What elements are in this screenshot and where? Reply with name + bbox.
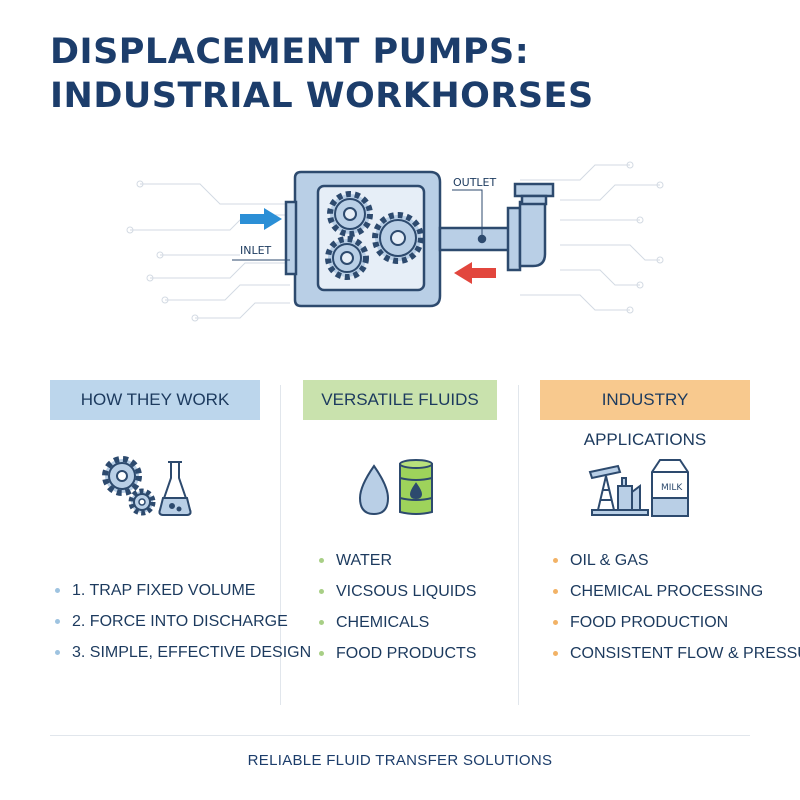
list-item: FOOD PRODUCTION <box>550 607 800 638</box>
list-item-text: CHEMICALS <box>336 614 430 631</box>
industry-applications-header: INDUSTRY APPLICATIONS <box>540 380 750 449</box>
bullet <box>319 620 324 625</box>
pump-diagram: INLET OUTLET <box>126 161 664 322</box>
milk-carton-label: MILK <box>661 483 683 493</box>
bullet <box>553 620 558 625</box>
list-item: CONSISTENT FLOW & PRESSURE <box>550 638 800 669</box>
bullet <box>55 619 60 624</box>
inlet-arrow-icon <box>240 208 282 230</box>
list-item: CHEMICALS <box>316 607 476 638</box>
page-title: DISPLACEMENT PUMPS: INDUSTRIAL WORKHORSE… <box>50 32 594 116</box>
gears-icon <box>102 456 156 516</box>
how-they-work-icons <box>102 456 192 516</box>
footer-divider <box>50 735 750 736</box>
industry-applications-list: OIL & GAS CHEMICAL PROCESSING FOOD PRODU… <box>550 545 800 669</box>
inlet-label: INLET <box>240 244 272 257</box>
oil-pumpjack-factory-icon <box>588 464 649 516</box>
versatile-fluids-list: WATER VICSOUS LIQUIDS CHEMICALS FOOD PRO… <box>316 545 476 669</box>
footer-tagline: RELIABLE FLUID TRANSFER SOLUTIONS <box>247 752 553 769</box>
water-drop-icon <box>358 464 390 516</box>
industry-applications-icons: MILK <box>588 459 689 517</box>
how-they-work-column: HOW THEY WORK <box>50 380 260 420</box>
bullet <box>319 558 324 563</box>
list-item-text: CHEMICAL PROCESSING <box>570 583 764 600</box>
list-item-text: VICSOUS LIQUIDS <box>336 583 477 600</box>
list-item: 3. SIMPLE, EFFECTIVE DESIGN <box>52 637 311 668</box>
gear-icon <box>327 191 373 237</box>
flask-icon <box>158 461 192 516</box>
bullet <box>553 558 558 563</box>
column-divider <box>518 385 519 705</box>
list-item: WATER <box>316 545 476 576</box>
list-item-text: 3. SIMPLE, EFFECTIVE DESIGN <box>72 644 312 661</box>
how-they-work-header: HOW THEY WORK <box>50 380 260 420</box>
list-item-text: FOOD PRODUCTION <box>570 614 729 631</box>
bullet <box>319 651 324 656</box>
list-item: FOOD PRODUCTS <box>316 638 476 669</box>
list-item-text: WATER <box>336 552 392 569</box>
bullet <box>553 651 558 656</box>
bullet <box>319 589 324 594</box>
versatile-fluids-column: VERSATILE FLUIDS <box>303 380 497 420</box>
list-item-text: FOOD PRODUCTS <box>336 645 477 662</box>
circuit-lines-right <box>520 161 664 314</box>
list-item-text: CONSISTENT FLOW & PRESSURE <box>570 645 800 662</box>
milk-carton-icon <box>651 459 689 517</box>
bullet <box>553 589 558 594</box>
bullet <box>55 650 60 655</box>
list-item-text: 2. FORCE INTO DISCHARGE <box>72 613 288 630</box>
barrel-icon <box>399 459 433 515</box>
list-item: CHEMICAL PROCESSING <box>550 576 800 607</box>
column-divider <box>280 385 281 705</box>
versatile-fluids-header: VERSATILE FLUIDS <box>303 380 497 420</box>
list-item: 2. FORCE INTO DISCHARGE <box>52 606 311 637</box>
gear-icon <box>325 236 369 280</box>
versatile-fluids-icons <box>358 459 433 516</box>
outlet-arrow-icon <box>454 262 496 284</box>
outlet-leader <box>452 189 483 236</box>
list-item: VICSOUS LIQUIDS <box>316 576 476 607</box>
list-item-text: OIL & GAS <box>570 552 649 569</box>
industry-applications-column: INDUSTRY APPLICATIONS <box>540 380 750 449</box>
bullet <box>55 588 60 593</box>
gear-icon <box>372 212 424 264</box>
outlet-label: OUTLET <box>453 176 497 189</box>
list-item: 1. TRAP FIXED VOLUME <box>52 575 311 606</box>
list-item-text: 1. TRAP FIXED VOLUME <box>72 582 256 599</box>
how-they-work-list: 1. TRAP FIXED VOLUME 2. FORCE INTO DISCH… <box>52 575 311 668</box>
list-item: OIL & GAS <box>550 545 800 576</box>
